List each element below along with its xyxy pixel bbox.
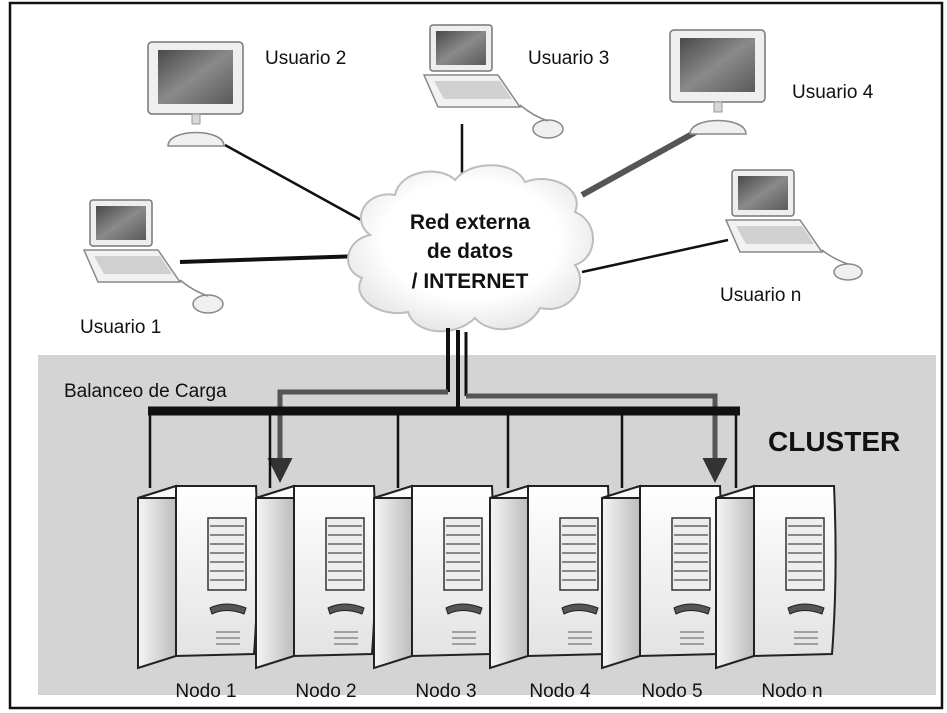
user-3-laptop[interactable]	[422, 24, 564, 139]
server-n3[interactable]	[373, 484, 495, 670]
server-handle	[673, 603, 711, 615]
user-1-laptop[interactable]	[82, 199, 224, 314]
server-handle	[561, 603, 599, 615]
server-side-panel	[601, 484, 641, 670]
user-4-monitor[interactable]	[669, 29, 766, 135]
server-handle	[209, 603, 247, 615]
link-usuario-n	[581, 238, 729, 274]
label-usuario-3: Usuario 3	[528, 48, 609, 69]
server-drive-bays	[325, 517, 365, 591]
label-nodo-5: Nodo 5	[641, 681, 702, 702]
user-n-laptop[interactable]	[724, 169, 863, 281]
label-nodo-2: Nodo 2	[295, 681, 356, 702]
server-n5[interactable]	[601, 484, 723, 670]
server-drive-bays	[785, 517, 825, 591]
link-usuario-4[interactable]	[580, 125, 705, 198]
route-arrow-to-nodo-2	[267, 389, 448, 483]
server-handle	[445, 603, 483, 615]
link-usuario-2	[224, 143, 373, 228]
label-nodo-3: Nodo 3	[415, 681, 476, 702]
label-usuario-2: Usuario 2	[265, 48, 346, 69]
server-handle	[327, 603, 365, 615]
server-n1[interactable]	[137, 484, 259, 670]
label-usuario-n: Usuario n	[720, 285, 801, 306]
label-usuario-4: Usuario 4	[792, 82, 874, 103]
server-handle	[787, 603, 825, 615]
server-side-panel	[715, 484, 755, 670]
server-drive-bays	[559, 517, 599, 591]
cloud-label-line-2: de datos	[427, 240, 513, 263]
server-drive-bays	[671, 517, 711, 591]
label-nodo-1: Nodo 1	[175, 681, 236, 702]
cloud-to-balancer-links	[446, 328, 468, 410]
user-2-monitor[interactable]	[147, 41, 244, 147]
label-balanceo-de-carga: Balanceo de Carga	[64, 381, 227, 402]
label-nodo-n: Nodo n	[761, 681, 822, 702]
label-nodo-4: Nodo 4	[529, 681, 591, 702]
cloud-label-line-3: / INTERNET	[412, 270, 529, 293]
server-drive-bays	[443, 517, 483, 591]
label-cluster: CLUSTER	[768, 426, 900, 457]
server-side-panel	[137, 484, 177, 670]
bus-drops	[148, 411, 738, 488]
server-side-panel	[255, 484, 295, 670]
server-drive-bays	[207, 517, 247, 591]
internet-cloud: Red externa de datos / INTERNET	[347, 164, 594, 333]
server-side-panel	[489, 484, 529, 670]
cloud-shape	[347, 164, 594, 333]
link-usuario-1	[179, 254, 363, 264]
server-side-panel	[373, 484, 413, 670]
server-n4[interactable]	[489, 484, 611, 670]
route-arrow-to-nodo-5	[466, 393, 728, 483]
cloud-label-line-1: Red externa	[410, 211, 531, 234]
server-n2[interactable]	[255, 484, 377, 670]
server-nn[interactable]	[715, 484, 837, 670]
cluster-nodes	[137, 484, 837, 670]
label-usuario-1: Usuario 1	[80, 317, 161, 338]
